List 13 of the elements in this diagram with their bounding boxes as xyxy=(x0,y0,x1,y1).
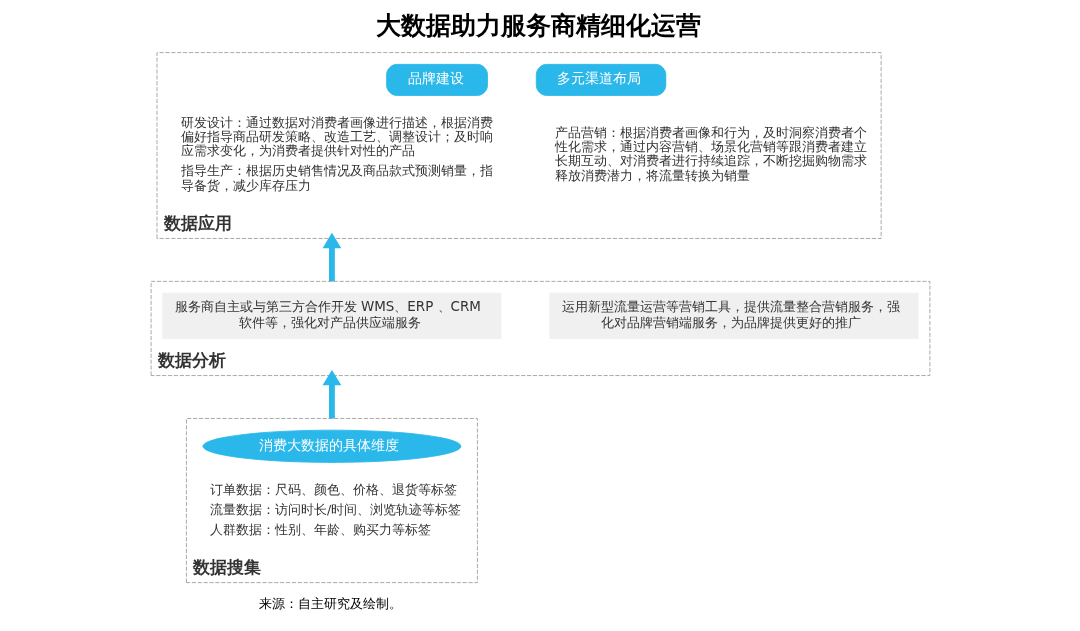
node-label: 流量数据：访问时长/时间、浏览轨迹等标签 xyxy=(209,502,461,518)
node-label: 产品营销：根据消费者画像和行为，及时洞察消费者个性化需求，通过内容营销、场景化营销等跟消费者建立长期互动、对消费者进行持续追踪，不断挖掘购物需求释放消费潜力，将流量转换为销量 xyxy=(554,124,867,183)
arrow xyxy=(322,232,341,282)
node-label: 指导生产：根据历史销售情况及商品款式预测销量，指导备货，减少库存压力 xyxy=(180,163,493,193)
arrow xyxy=(322,369,341,419)
diagram-title: 大数据助力服务商精细化运营 xyxy=(375,11,701,41)
node-label: 订单数据：尺码、颜色、价格、退货等标签 xyxy=(209,481,457,497)
node-label: 人群数据：性别、年龄、购买力等标签 xyxy=(209,522,431,538)
node-ellipse: 消费大数据的具体维度 xyxy=(202,429,461,463)
node-label: 研发设计：通过数据对消费者画像进行描述，根据消费偏好指导商品研发策略、改造工艺、调整设计；及时响应需求变化，为消费者提供针对性的产品 xyxy=(180,114,493,159)
node-box: 多元渠道布局 xyxy=(535,63,666,96)
node-box: 品牌建设 xyxy=(385,63,488,96)
caption: 来源：自主研究及绘制。 xyxy=(258,595,402,611)
